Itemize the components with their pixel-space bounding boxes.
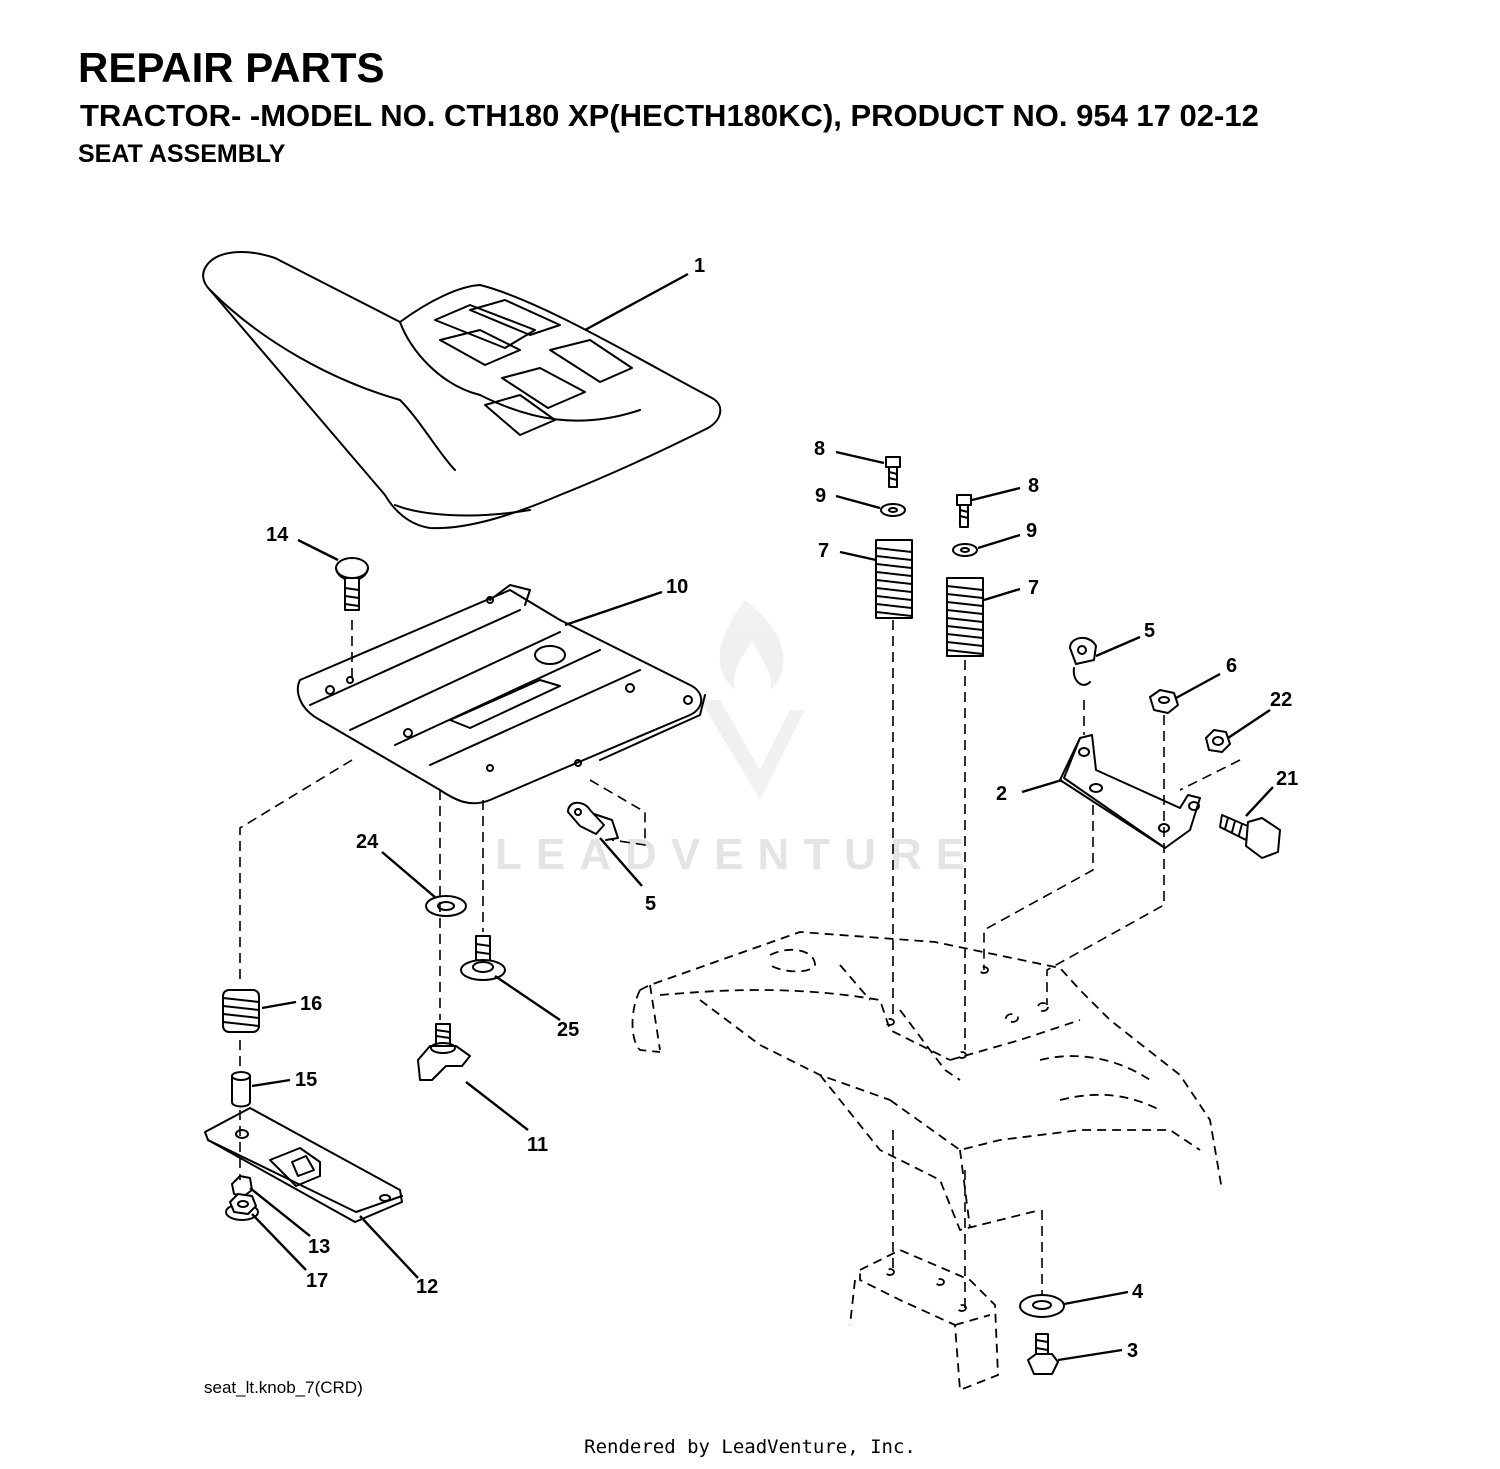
drawing-id: seat_lt.knob_7(CRD) — [204, 1378, 363, 1397]
nut-part-22[interactable] — [1205, 729, 1231, 753]
callout-2: 2 — [996, 783, 1007, 805]
tractor-fender-reference — [631, 931, 1223, 1231]
callout-24: 24 — [356, 831, 379, 853]
page-title: REPAIR PARTS — [78, 44, 385, 91]
callout-1: 1 — [694, 255, 705, 277]
callout-8a: 8 — [814, 438, 825, 460]
nut-part-6[interactable] — [1149, 689, 1179, 714]
spring-part-16[interactable] — [222, 989, 260, 1033]
callout-9a: 9 — [815, 485, 826, 507]
clip-part-5b[interactable] — [567, 801, 619, 841]
bolt-part-8a[interactable] — [885, 456, 901, 488]
callout-15: 15 — [295, 1069, 317, 1091]
callout-6: 6 — [1226, 655, 1237, 677]
washer-part-9a[interactable] — [880, 503, 906, 517]
shoulder-bolt-part-21[interactable] — [1219, 814, 1281, 859]
knob-part-11[interactable] — [417, 1023, 471, 1081]
callout-16: 16 — [300, 993, 322, 1015]
bolt-part-8b[interactable] — [956, 494, 972, 528]
seat-pan-part-10[interactable] — [296, 584, 706, 805]
callout-3: 3 — [1127, 1340, 1138, 1362]
frame-bracket-reference — [849, 1249, 999, 1391]
footer-credit: Rendered by LeadVenture, Inc. — [584, 1436, 916, 1458]
callout-13: 13 — [308, 1236, 330, 1258]
slide-plate-part-12[interactable] — [204, 1107, 403, 1223]
callout-17: 17 — [306, 1270, 328, 1292]
callout-14: 14 — [266, 524, 289, 546]
bolt-part-3[interactable] — [1027, 1333, 1059, 1375]
section-title: SEAT ASSEMBLY — [78, 140, 286, 168]
callout-4: 4 — [1132, 1281, 1144, 1303]
washer-part-4[interactable] — [1019, 1294, 1065, 1318]
callout-7b: 7 — [1028, 577, 1039, 599]
washer-part-9b[interactable] — [952, 543, 978, 557]
callout-12: 12 — [416, 1276, 438, 1298]
callout-10: 10 — [666, 576, 688, 598]
callout-labels: 1 8 8 9 9 7 7 14 10 5 6 22 21 2 24 5 25 … — [266, 255, 1298, 1362]
callout-22: 22 — [1270, 689, 1292, 711]
alignment-lines — [239, 620, 1241, 1310]
callout-25: 25 — [557, 1019, 579, 1041]
callout-11: 11 — [527, 1134, 548, 1156]
callout-21: 21 — [1276, 768, 1298, 790]
leader-lines — [249, 272, 1274, 1362]
spring-part-7b[interactable] — [946, 577, 984, 657]
watermark-logo — [700, 600, 805, 800]
callout-9b: 9 — [1026, 520, 1037, 542]
callout-7a: 7 — [818, 540, 829, 562]
nut-part-13[interactable] — [231, 1175, 253, 1197]
watermark-text: LEADVENTURE — [495, 830, 980, 879]
callout-5a: 5 — [1144, 620, 1155, 642]
spacer-part-15[interactable] — [231, 1071, 251, 1108]
callout-5b: 5 — [645, 893, 656, 915]
nut-part-17[interactable] — [225, 1193, 259, 1221]
seat-part-1[interactable] — [202, 251, 722, 530]
washer-part-24[interactable] — [425, 895, 467, 917]
model-subtitle: TRACTOR- -MODEL NO. CTH180 XP(HECTH180KC… — [80, 98, 1259, 133]
clip-part-5a[interactable] — [1069, 637, 1097, 686]
carriage-bolt-part-14[interactable] — [335, 557, 369, 611]
spring-part-7a[interactable] — [875, 539, 913, 619]
bolt-part-25[interactable] — [460, 935, 506, 981]
bracket-part-2[interactable] — [1059, 734, 1201, 849]
callout-8b: 8 — [1028, 475, 1039, 497]
